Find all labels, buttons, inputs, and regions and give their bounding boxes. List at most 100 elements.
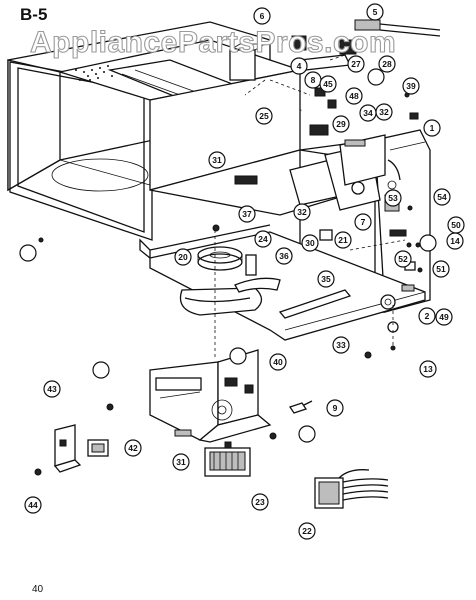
svg-text:34: 34 xyxy=(363,108,373,118)
callout-20: 20 xyxy=(174,248,192,266)
callout-small-left xyxy=(19,244,37,262)
callout-50: 50 xyxy=(447,216,465,234)
svg-text:5: 5 xyxy=(373,7,378,17)
svg-text:28: 28 xyxy=(382,59,392,69)
svg-text:35: 35 xyxy=(321,274,331,284)
callout-43: 43 xyxy=(43,380,61,398)
callout-small-45 xyxy=(229,347,247,365)
svg-text:50: 50 xyxy=(451,220,461,230)
svg-text:51: 51 xyxy=(436,264,446,274)
callout-37: 37 xyxy=(238,205,256,223)
svg-text:4: 4 xyxy=(297,61,302,71)
svg-text:43: 43 xyxy=(47,384,57,394)
callout-small-top xyxy=(367,68,385,86)
svg-text:7: 7 xyxy=(361,217,366,227)
wire-harness-connector xyxy=(314,469,389,509)
callout-34: 34 xyxy=(359,104,377,122)
callout-39: 39 xyxy=(402,77,420,95)
callout-5: 5 xyxy=(366,3,384,21)
callout-2: 2 xyxy=(418,307,436,325)
callout-53: 53 xyxy=(384,189,402,207)
svg-text:32: 32 xyxy=(379,107,389,117)
callout-6: 6 xyxy=(253,7,271,25)
part-31-lower xyxy=(174,429,192,437)
callout-22: 22 xyxy=(298,522,316,540)
svg-text:33: 33 xyxy=(336,340,346,350)
svg-text:21: 21 xyxy=(338,235,348,245)
svg-text:44: 44 xyxy=(28,500,38,510)
callout-8: 8 xyxy=(304,71,322,89)
callout-24: 24 xyxy=(254,230,272,248)
fan-assembly xyxy=(179,246,281,316)
callout-small-lower xyxy=(298,425,316,443)
callout-31-lower: 31 xyxy=(172,453,190,471)
svg-text:39: 39 xyxy=(406,81,416,91)
callout-40: 40 xyxy=(269,353,287,371)
section-label: B-5 xyxy=(20,5,47,24)
svg-text:27: 27 xyxy=(351,59,361,69)
callout-small-37b xyxy=(92,361,110,379)
callout-28: 28 xyxy=(378,55,396,73)
oven-cavity-assembly xyxy=(7,21,431,260)
callout-45: 45 xyxy=(319,75,337,93)
svg-text:1: 1 xyxy=(430,123,435,133)
callout-27: 27 xyxy=(347,55,365,73)
svg-text:54: 54 xyxy=(437,192,447,202)
bracket-part-43 xyxy=(53,424,82,473)
svg-text:45: 45 xyxy=(323,79,333,89)
svg-text:32: 32 xyxy=(297,207,307,217)
magnetron-and-switches xyxy=(38,92,433,359)
svg-text:13: 13 xyxy=(423,364,433,374)
callout-1: 1 xyxy=(423,119,441,137)
svg-text:20: 20 xyxy=(178,252,188,262)
callout-32-right: 32 xyxy=(375,103,393,121)
callout-32-left: 32 xyxy=(293,203,311,221)
turntable-motor xyxy=(204,441,251,477)
svg-text:25: 25 xyxy=(259,111,269,121)
svg-text:23: 23 xyxy=(255,497,265,507)
callout-small-mid xyxy=(419,234,437,252)
svg-text:42: 42 xyxy=(128,443,138,453)
svg-text:8: 8 xyxy=(311,75,316,85)
callout-4: 4 xyxy=(290,57,308,75)
svg-text:24: 24 xyxy=(258,234,268,244)
switch-part-42 xyxy=(87,439,109,457)
svg-text:37: 37 xyxy=(242,209,252,219)
callout-29: 29 xyxy=(332,115,350,133)
watermark-text: AppliancePartsPros.com xyxy=(30,26,396,59)
svg-text:9: 9 xyxy=(333,403,338,413)
svg-text:14: 14 xyxy=(450,236,460,246)
svg-text:36: 36 xyxy=(279,251,289,261)
screw-lower xyxy=(269,432,277,440)
callout-21: 21 xyxy=(334,231,352,249)
callout-7: 7 xyxy=(354,213,372,231)
screw-mid xyxy=(106,403,114,411)
callout-9: 9 xyxy=(326,399,344,417)
callout-52: 52 xyxy=(394,250,412,268)
svg-text:30: 30 xyxy=(305,238,315,248)
callout-48: 48 xyxy=(345,87,363,105)
callout-42: 42 xyxy=(124,439,142,457)
svg-text:22: 22 xyxy=(302,526,312,536)
callout-54: 54 xyxy=(433,188,451,206)
clip-part-8 xyxy=(288,400,313,414)
callout-49: 49 xyxy=(435,308,453,326)
svg-text:53: 53 xyxy=(388,193,398,203)
callout-51: 51 xyxy=(432,260,450,278)
callout-23: 23 xyxy=(251,493,269,511)
svg-text:2: 2 xyxy=(425,311,430,321)
leader-lines xyxy=(214,49,406,360)
callout-33: 33 xyxy=(332,336,350,354)
callout-31-upper: 31 xyxy=(208,151,226,169)
callout-13: 13 xyxy=(419,360,437,378)
callout-25: 25 xyxy=(255,107,273,125)
lower-bracket-assembly xyxy=(149,349,272,443)
svg-text:48: 48 xyxy=(349,91,359,101)
screw-43 xyxy=(34,468,42,476)
svg-text:31: 31 xyxy=(176,457,186,467)
svg-text:49: 49 xyxy=(439,312,449,322)
svg-text:6: 6 xyxy=(260,11,265,21)
svg-text:31: 31 xyxy=(212,155,222,165)
callout-44: 44 xyxy=(24,496,42,514)
